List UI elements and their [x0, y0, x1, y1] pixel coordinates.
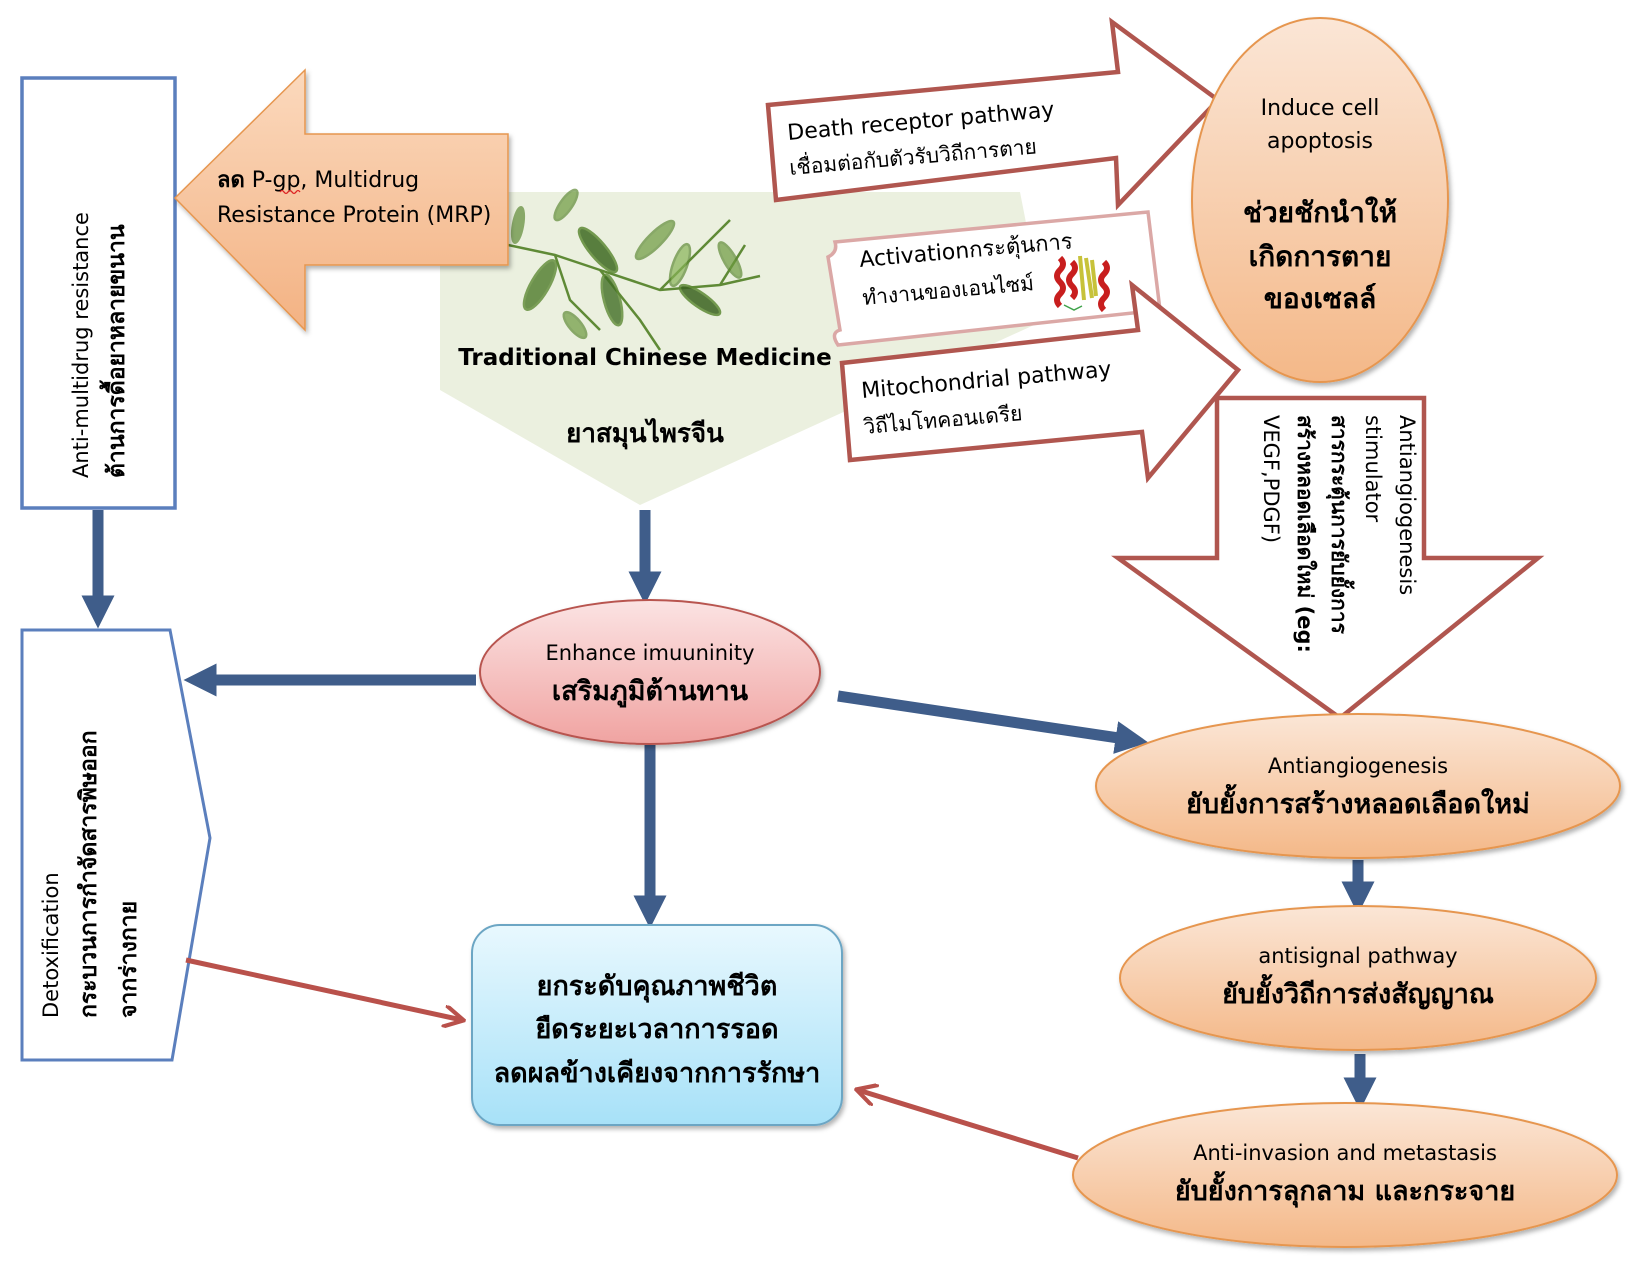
- tcm-label-th: ยาสมุนไพรจีน: [566, 417, 724, 450]
- tcm-label-en: Traditional Chinese Medicine: [458, 345, 832, 371]
- mdr-arrow-line2: Resistance Protein (MRP): [217, 203, 491, 228]
- anti-invasion-node[interactable]: [1072, 1102, 1618, 1248]
- immunity-th: เสริมภูมิต้านทาน: [552, 676, 749, 708]
- spellcheck-squiggle: [279, 189, 301, 195]
- antisignal-th: ยับยั้งวิถีการส่งสัญญาณ: [1222, 973, 1494, 1010]
- quality-line3: ลดผลข้างเคียงจากการรักษา: [494, 1058, 821, 1089]
- anti-mdr-label-en: Anti-multidrug resistance: [69, 212, 93, 478]
- angio-stimulator-en2: stimulator: [1361, 415, 1385, 523]
- angio-stimulator-th2: สร้างหลอดเลือดใหม่ (eg:: [1293, 415, 1318, 653]
- angio-stimulator-en1: Antiangiogenesis: [1395, 415, 1419, 595]
- quality-line1: ยกระดับคุณภาพชีวิต: [537, 971, 778, 1003]
- mdr-arrow-bold: ลด: [217, 168, 245, 193]
- apoptosis-th2: เกิดการตาย: [1249, 240, 1392, 273]
- mdr-arrow-line1: ลด P-gp, Multidrug: [217, 168, 419, 193]
- apoptosis-en2: apoptosis: [1267, 129, 1373, 154]
- immunity-node[interactable]: [479, 599, 821, 745]
- angio-stimulator-th1: สารกระตุ้นการยับยั้งการ: [1325, 415, 1355, 635]
- apoptosis-th1: ช่วยชักนำให้: [1243, 196, 1397, 229]
- angio-stimulator-arrow[interactable]: Antiangiogenesis stimulator สารกระตุ้นกา…: [1111, 395, 1545, 721]
- antiangiogenesis-node[interactable]: [1095, 713, 1621, 859]
- mdr-arrow-rest: P-gp, Multidrug: [245, 168, 419, 193]
- anti-invasion-th: ยับยั้งการลุกลาม และกระจาย: [1175, 1170, 1515, 1208]
- detox-label-th2: จากร่างกาย: [116, 901, 142, 1018]
- quality-of-life-box[interactable]: [471, 924, 843, 1126]
- arrow-detox-to-quality: [185, 957, 462, 1020]
- apoptosis-node[interactable]: [1191, 17, 1449, 383]
- apoptosis-en1: Induce cell: [1261, 96, 1380, 121]
- arrow-immunity-to-antiangiogenesis: [837, 690, 1149, 754]
- antiangiogenesis-th: ยับยั้งการสร้างหลอดเลือดใหม่: [1186, 783, 1530, 820]
- detox-label-en: Detoxification: [39, 872, 63, 1018]
- immunity-en: Enhance imuuninity: [545, 641, 754, 665]
- antisignal-node[interactable]: [1119, 905, 1597, 1051]
- detox-label-th1: กระบวนการกำจัดสารพิษออก: [76, 731, 102, 1019]
- mitochondrial-arrow[interactable]: Mitochondrial pathway วิถีไมโทคอนเดรีย: [839, 279, 1242, 484]
- death-receptor-arrow[interactable]: Death receptor pathway เชื่อมต่อกับตัวรั…: [765, 17, 1222, 211]
- anti-mdr-box[interactable]: Anti-multidrug resistance ต้านการดื้อยาห…: [20, 76, 177, 510]
- herb-plant-icon: [507, 188, 761, 351]
- mdr-arrow[interactable]: [173, 68, 509, 332]
- arrow-invasion-to-quality: [858, 1090, 1079, 1161]
- detox-box[interactable]: Detoxification กระบวนการกำจัดสารพิษออก จ…: [20, 628, 212, 1062]
- connector-arrows-blue: [81, 510, 1377, 1111]
- anti-invasion-en: Anti-invasion and metastasis: [1193, 1141, 1497, 1165]
- anti-mdr-label-th: ต้านการดื้อยาหลายขนาน: [99, 224, 130, 478]
- apoptosis-th3: ของเซลล์: [1264, 282, 1377, 315]
- angio-stimulator-th3: VEGF,PDGF): [1259, 415, 1283, 543]
- connector-arrows-red: [185, 957, 1079, 1161]
- enzyme-protein-icon: [1054, 255, 1110, 313]
- quality-line2: ยืดระยะเวลาการรอด: [535, 1014, 778, 1045]
- antiangiogenesis-en: Antiangiogenesis: [1268, 754, 1448, 778]
- activation-box[interactable]: Activationกระตุ้นการ ทำงานของเอนไซม์: [826, 210, 1162, 347]
- antisignal-en: antisignal pathway: [1258, 944, 1457, 968]
